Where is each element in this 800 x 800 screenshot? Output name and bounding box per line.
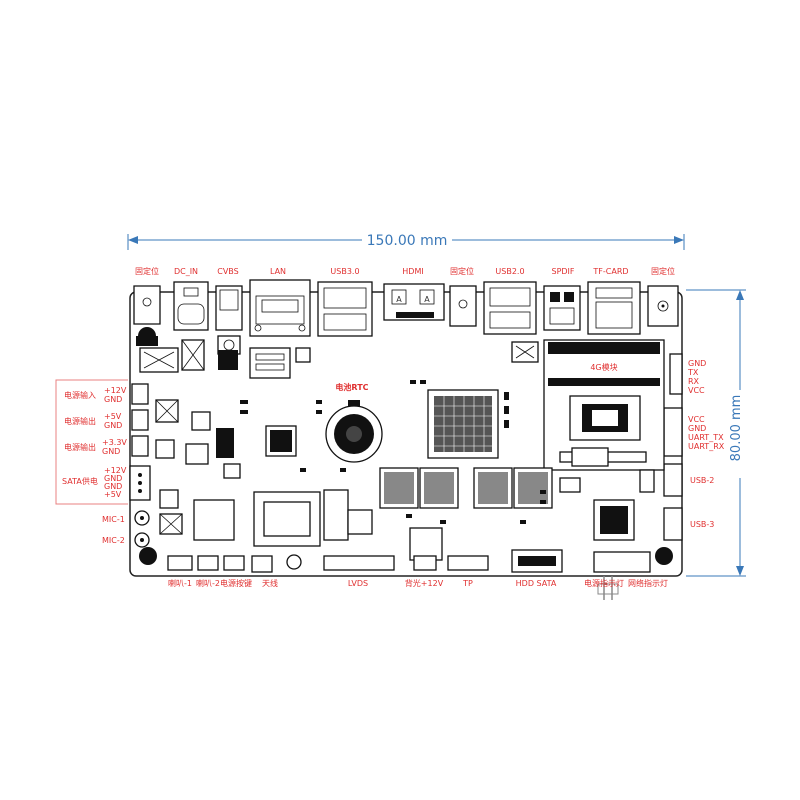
antenna-label: 天线 — [262, 578, 278, 588]
top-connectors: A A — [133, 279, 679, 355]
speaker1-label: 喇叭-1 — [168, 578, 192, 588]
power-in-pin-2: GND — [104, 395, 122, 404]
usb3-header — [663, 507, 683, 541]
bottom-connectors — [167, 527, 651, 600]
power-out-5v-pin-1: +5V — [104, 412, 122, 421]
right-connector-labels: GND TX RX VCC VCC GND UART_TX UART_RX US… — [655, 353, 725, 565]
speaker1-header — [167, 555, 193, 571]
module-4g-label: 4G模块 — [590, 362, 617, 372]
power-out-33v-label: 电源输出 — [64, 442, 96, 452]
led-header — [593, 551, 651, 573]
debug-pin-gnd: GND — [688, 359, 706, 368]
height-dimension: 80.00 mm — [686, 289, 746, 577]
power-in-header — [131, 383, 149, 405]
power-out-33v-pin-2: GND — [102, 447, 120, 456]
debug-pin-rx: RX — [688, 377, 700, 386]
width-label: 150.00 mm — [367, 233, 448, 249]
lvds-label: LVDS — [348, 579, 368, 588]
power-out-5v-label: 电源输出 — [64, 416, 96, 426]
uart-pin-tx: UART_TX — [688, 433, 724, 442]
sata-power-pin-1: +12V — [104, 466, 127, 475]
mic1-label: MIC-1 — [102, 515, 125, 524]
power-out-33v-header — [131, 435, 149, 457]
arrow-right-icon — [674, 236, 684, 244]
mount-hole-2 — [449, 285, 477, 327]
hdmi-pin-b: A — [424, 295, 430, 304]
usb2-header — [663, 463, 683, 497]
tp-header — [447, 555, 489, 571]
usb3-label: USB-3 — [690, 520, 714, 529]
bottom-connector-labels: 喇叭-1 喇叭-2 电源按键 天线 LVDS 背光+12V TP HDD SAT… — [168, 578, 668, 588]
mount-hole-3 — [647, 285, 679, 327]
arrow-left-icon — [128, 236, 138, 244]
hdmi-pin-a: A — [396, 295, 402, 304]
top-label-spdif: SPDIF — [551, 267, 574, 276]
backlight-header — [413, 555, 437, 571]
mount-hole-1 — [133, 285, 161, 325]
antenna-connector — [286, 554, 302, 570]
top-label-mount-1: 固定位 — [135, 266, 159, 276]
speaker2-label: 喇叭-2 — [196, 578, 220, 588]
backlight-label: 背光+12V — [405, 578, 444, 588]
sata-power-pin-3: GND — [104, 482, 122, 491]
antenna-header — [251, 555, 273, 573]
mount-screw-bl — [139, 547, 157, 565]
top-label-usb20: USB2.0 — [495, 267, 524, 276]
top-label-tf-card: TF-CARD — [592, 267, 628, 276]
top-label-mount-3: 固定位 — [651, 266, 675, 276]
power-key-label: 电源按键 — [220, 578, 252, 588]
left-bracket — [55, 379, 128, 505]
top-label-mount-2: 固定位 — [450, 266, 474, 276]
power-in-pin-1: +12V — [104, 386, 127, 395]
mic2-label: MIC-2 — [102, 536, 125, 545]
left-connectors — [129, 383, 157, 565]
top-label-cvbs: CVBS — [217, 267, 238, 276]
led-icon — [597, 583, 619, 595]
mount-screw-br — [655, 547, 673, 565]
arrow-down-icon — [736, 566, 744, 576]
sata-power-pin-2: GND — [104, 474, 122, 483]
network-led-label: 网络指示灯 — [628, 578, 668, 588]
lan-jack — [249, 279, 311, 337]
uart-header — [663, 407, 683, 457]
power-out-5v-pin-2: GND — [104, 421, 122, 430]
usb30-port — [317, 281, 373, 337]
top-label-lan: LAN — [270, 267, 286, 276]
top-connector-labels: 固定位 DC_IN CVBS LAN USB3.0 HDMI 固定位 USB2.… — [135, 266, 675, 276]
backlight-block — [409, 527, 443, 561]
usb20-port — [483, 281, 537, 335]
height-label: 80.00 mm — [729, 395, 744, 462]
power-led-label: 电源指示灯 — [584, 578, 624, 588]
top-label-usb30: USB3.0 — [330, 267, 359, 276]
debug-pin-vcc: VCC — [688, 386, 705, 395]
hdd-sata-label: HDD SATA — [516, 579, 557, 588]
top-label-dc-in: DC_IN — [174, 267, 198, 276]
uart-pin-rx: UART_RX — [688, 442, 725, 451]
power-out-5v-header — [131, 409, 149, 431]
power-key-header — [223, 555, 245, 571]
tp-label: TP — [462, 579, 473, 588]
sata-power-pin-4: +5V — [104, 490, 122, 499]
uart-pin-vcc: VCC — [688, 415, 705, 424]
left-connector-labels: 电源输入 +12V GND 电源输出 +5V GND 电源输出 +3.3V GN… — [62, 386, 127, 545]
sata-power-label: SATA供电 — [62, 476, 98, 486]
lvds-header — [323, 555, 395, 571]
debug-pin-tx: TX — [687, 368, 699, 377]
tf-card-slot — [587, 281, 641, 335]
debug-header — [669, 353, 683, 395]
usb2-label: USB-2 — [690, 476, 714, 485]
board-components: 4G模块 电池RTC — [136, 336, 665, 547]
width-dimension: 150.00 mm — [127, 233, 685, 250]
power-out-33v-pin-1: +3.3V — [102, 438, 127, 447]
uart-pin-gnd: GND — [688, 424, 706, 433]
top-label-hdmi: HDMI — [402, 267, 423, 276]
rtc-label: 电池RTC — [335, 382, 368, 392]
power-in-label: 电源输入 — [64, 390, 96, 400]
speaker2-header — [197, 555, 219, 571]
arrow-up-icon — [736, 290, 744, 300]
